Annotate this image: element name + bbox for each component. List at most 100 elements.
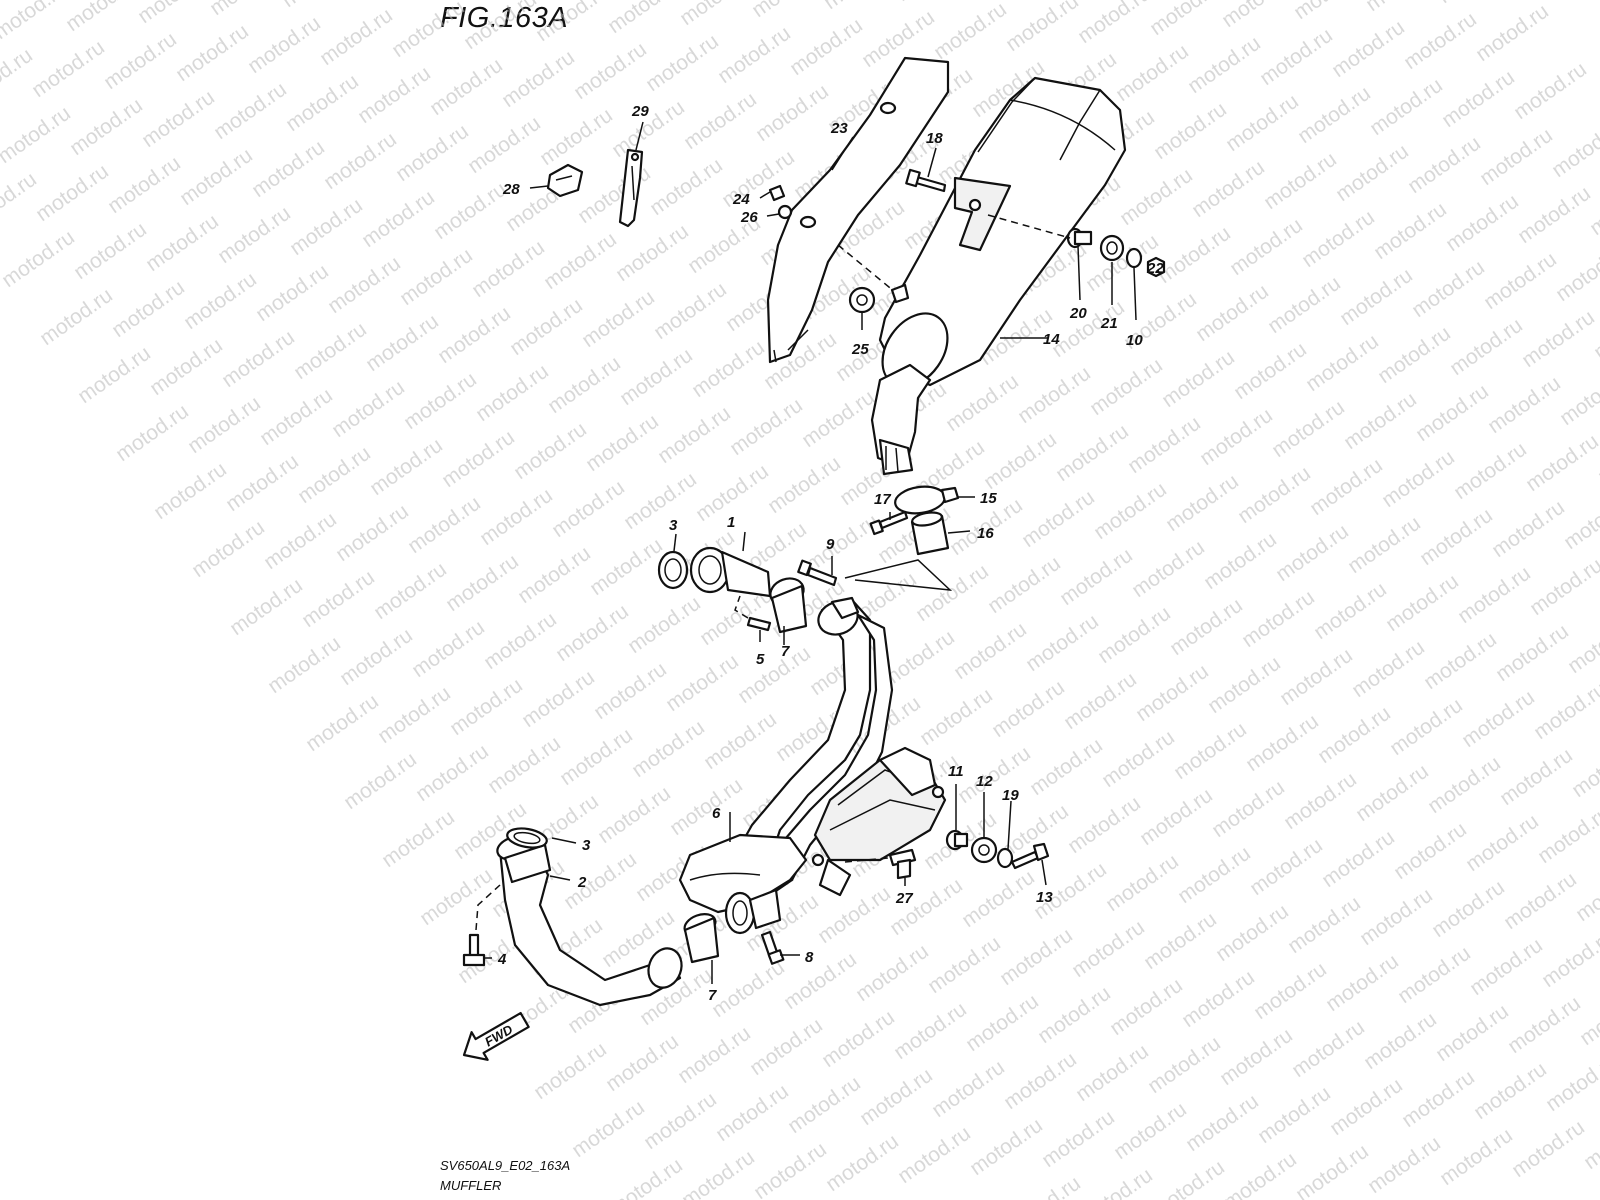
watermark-text: motod.ru bbox=[278, 0, 359, 12]
watermark-text: motod.ru bbox=[1234, 462, 1315, 528]
watermark-text: motod.ru bbox=[388, 0, 469, 62]
callout-15: 15 bbox=[980, 490, 997, 507]
callout-10: 10 bbox=[1126, 332, 1143, 349]
guide-line-23-14 bbox=[837, 244, 896, 293]
watermark-text: motod.ru bbox=[1136, 784, 1217, 850]
watermark-text: motod.ru bbox=[942, 370, 1023, 436]
watermark-text: motod.ru bbox=[1290, 0, 1371, 24]
watermark-text: motod.ru bbox=[1510, 58, 1591, 124]
watermark-text: motod.ru bbox=[924, 932, 1005, 998]
watermark-text: motod.ru bbox=[498, 46, 579, 112]
watermark-text: motod.ru bbox=[1480, 248, 1561, 314]
watermark-text: motod.ru bbox=[184, 392, 265, 458]
watermark-text: motod.ru bbox=[0, 226, 79, 292]
watermark-text: motod.ru bbox=[714, 22, 795, 88]
watermark-text: motod.ru bbox=[624, 592, 705, 658]
watermark-text: motod.ru bbox=[1004, 1172, 1085, 1200]
watermark-text: motod.ru bbox=[642, 30, 723, 96]
watermark-text: motod.ru bbox=[100, 28, 181, 94]
watermark-text: motod.ru bbox=[930, 0, 1011, 64]
watermark-text: motod.ru bbox=[1196, 404, 1277, 470]
collar-11 bbox=[945, 829, 969, 851]
watermark-text: motod.ru bbox=[506, 294, 587, 360]
watermark-text: motod.ru bbox=[362, 310, 443, 376]
callout-18: 18 bbox=[926, 130, 943, 147]
watermark-text: motod.ru bbox=[1150, 98, 1231, 164]
watermark-text: motod.ru bbox=[764, 452, 845, 518]
watermark-text: motod.ru bbox=[1276, 644, 1357, 710]
watermark-text: motod.ru bbox=[996, 924, 1077, 990]
watermark-text: motod.ru bbox=[320, 128, 401, 194]
watermark-text: motod.ru bbox=[1098, 726, 1179, 792]
watermark-text: motod.ru bbox=[1446, 314, 1527, 380]
watermark-text: motod.ru bbox=[1458, 686, 1539, 752]
exhaust-pipe-6 bbox=[678, 596, 947, 935]
watermark-text: motod.ru bbox=[1116, 164, 1197, 230]
watermark-text: motod.ru bbox=[820, 0, 901, 14]
watermark-text: motod.ru bbox=[1074, 0, 1155, 48]
washer-19 bbox=[996, 847, 1014, 869]
watermark-text: motod.ru bbox=[818, 1006, 899, 1072]
watermark-text: motod.ru bbox=[574, 162, 655, 228]
watermark-text: motod.ru bbox=[74, 342, 155, 408]
watermark-text: motod.ru bbox=[1344, 512, 1425, 578]
watermark-text: motod.ru bbox=[1076, 1164, 1157, 1200]
collar-20 bbox=[1066, 227, 1093, 249]
watermark-text: motod.ru bbox=[646, 154, 727, 220]
watermark-text: motod.ru bbox=[1174, 842, 1255, 908]
watermark-text: motod.ru bbox=[1538, 926, 1600, 992]
watermark-text: motod.ru bbox=[1492, 620, 1573, 686]
callout-7-upper: 7 bbox=[781, 643, 790, 660]
watermark-text: motod.ru bbox=[176, 144, 257, 210]
callout-8: 8 bbox=[805, 949, 814, 966]
watermark-text: motod.ru bbox=[650, 278, 731, 344]
watermark-text: motod.ru bbox=[1332, 140, 1413, 206]
watermark-text: motod.ru bbox=[426, 54, 507, 120]
watermark-text: motod.ru bbox=[552, 600, 633, 666]
watermark-text: motod.ru bbox=[298, 566, 379, 632]
watermark-text: motod.ru bbox=[172, 20, 253, 86]
watermark-text: motod.ru bbox=[1522, 430, 1600, 496]
watermark-text: motod.ru bbox=[752, 80, 833, 146]
callout-28: 28 bbox=[502, 181, 520, 198]
callout-23: 23 bbox=[830, 120, 848, 137]
callout-19: 19 bbox=[1002, 787, 1019, 804]
watermark-text: motod.ru bbox=[0, 102, 75, 168]
watermark-text: motod.ru bbox=[366, 434, 447, 500]
watermark-text: motod.ru bbox=[374, 682, 455, 748]
bolt-5 bbox=[746, 616, 772, 632]
watermark-text: motod.ru bbox=[354, 62, 435, 128]
watermark-text: motod.ru bbox=[1038, 1106, 1119, 1172]
guide-line-4 bbox=[475, 884, 501, 931]
watermark-text: motod.ru bbox=[210, 78, 291, 144]
watermark-text: motod.ru bbox=[218, 326, 299, 392]
gasket-3-lower bbox=[506, 827, 548, 849]
watermark-text: motod.ru bbox=[620, 468, 701, 534]
watermark-text: motod.ru bbox=[1586, 174, 1600, 240]
nut-26 bbox=[777, 204, 793, 220]
watermark-text: motod.ru bbox=[640, 1088, 721, 1154]
watermark-text: motod.ru bbox=[70, 218, 151, 284]
figure-title: FIG.163A bbox=[440, 2, 569, 34]
callout-17: 17 bbox=[874, 491, 891, 508]
guide-line-9-16 bbox=[844, 559, 953, 591]
watermark-text: motod.ru bbox=[480, 608, 561, 674]
watermark-text: motod.ru bbox=[1220, 1148, 1301, 1200]
watermark-text: motod.ru bbox=[544, 352, 625, 418]
watermark-text: motod.ru bbox=[446, 674, 527, 740]
watermark-text: motod.ru bbox=[1360, 1008, 1441, 1074]
watermark-text: motod.ru bbox=[1322, 950, 1403, 1016]
watermark-text: motod.ru bbox=[1272, 520, 1353, 586]
watermark-text: motod.ru bbox=[1144, 1032, 1225, 1098]
watermark-text: motod.ru bbox=[468, 236, 549, 302]
callout-12: 12 bbox=[976, 773, 993, 790]
watermark-text: motod.ru bbox=[430, 178, 511, 244]
fwd-arrow: FWD bbox=[462, 1011, 530, 1061]
bolt-9 bbox=[797, 559, 838, 587]
watermark-text: motod.ru bbox=[958, 866, 1039, 932]
watermark-text: motod.ru bbox=[1400, 8, 1481, 74]
bolt-13 bbox=[1010, 842, 1050, 870]
watermark-text: motod.ru bbox=[108, 276, 189, 342]
watermark-text: motod.ru bbox=[578, 286, 659, 352]
